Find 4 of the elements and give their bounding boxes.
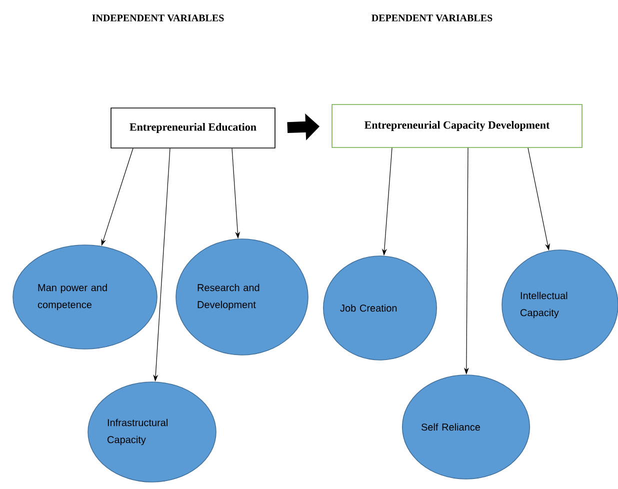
heading: INDEPENDENT VARIABLES <box>92 14 224 22</box>
variable-box: Entrepreneurial Capacity Development <box>332 104 582 148</box>
variable-box: Entrepreneurial Education <box>110 108 276 148</box>
heading: DEPENDENT VARIABLES <box>372 14 492 22</box>
